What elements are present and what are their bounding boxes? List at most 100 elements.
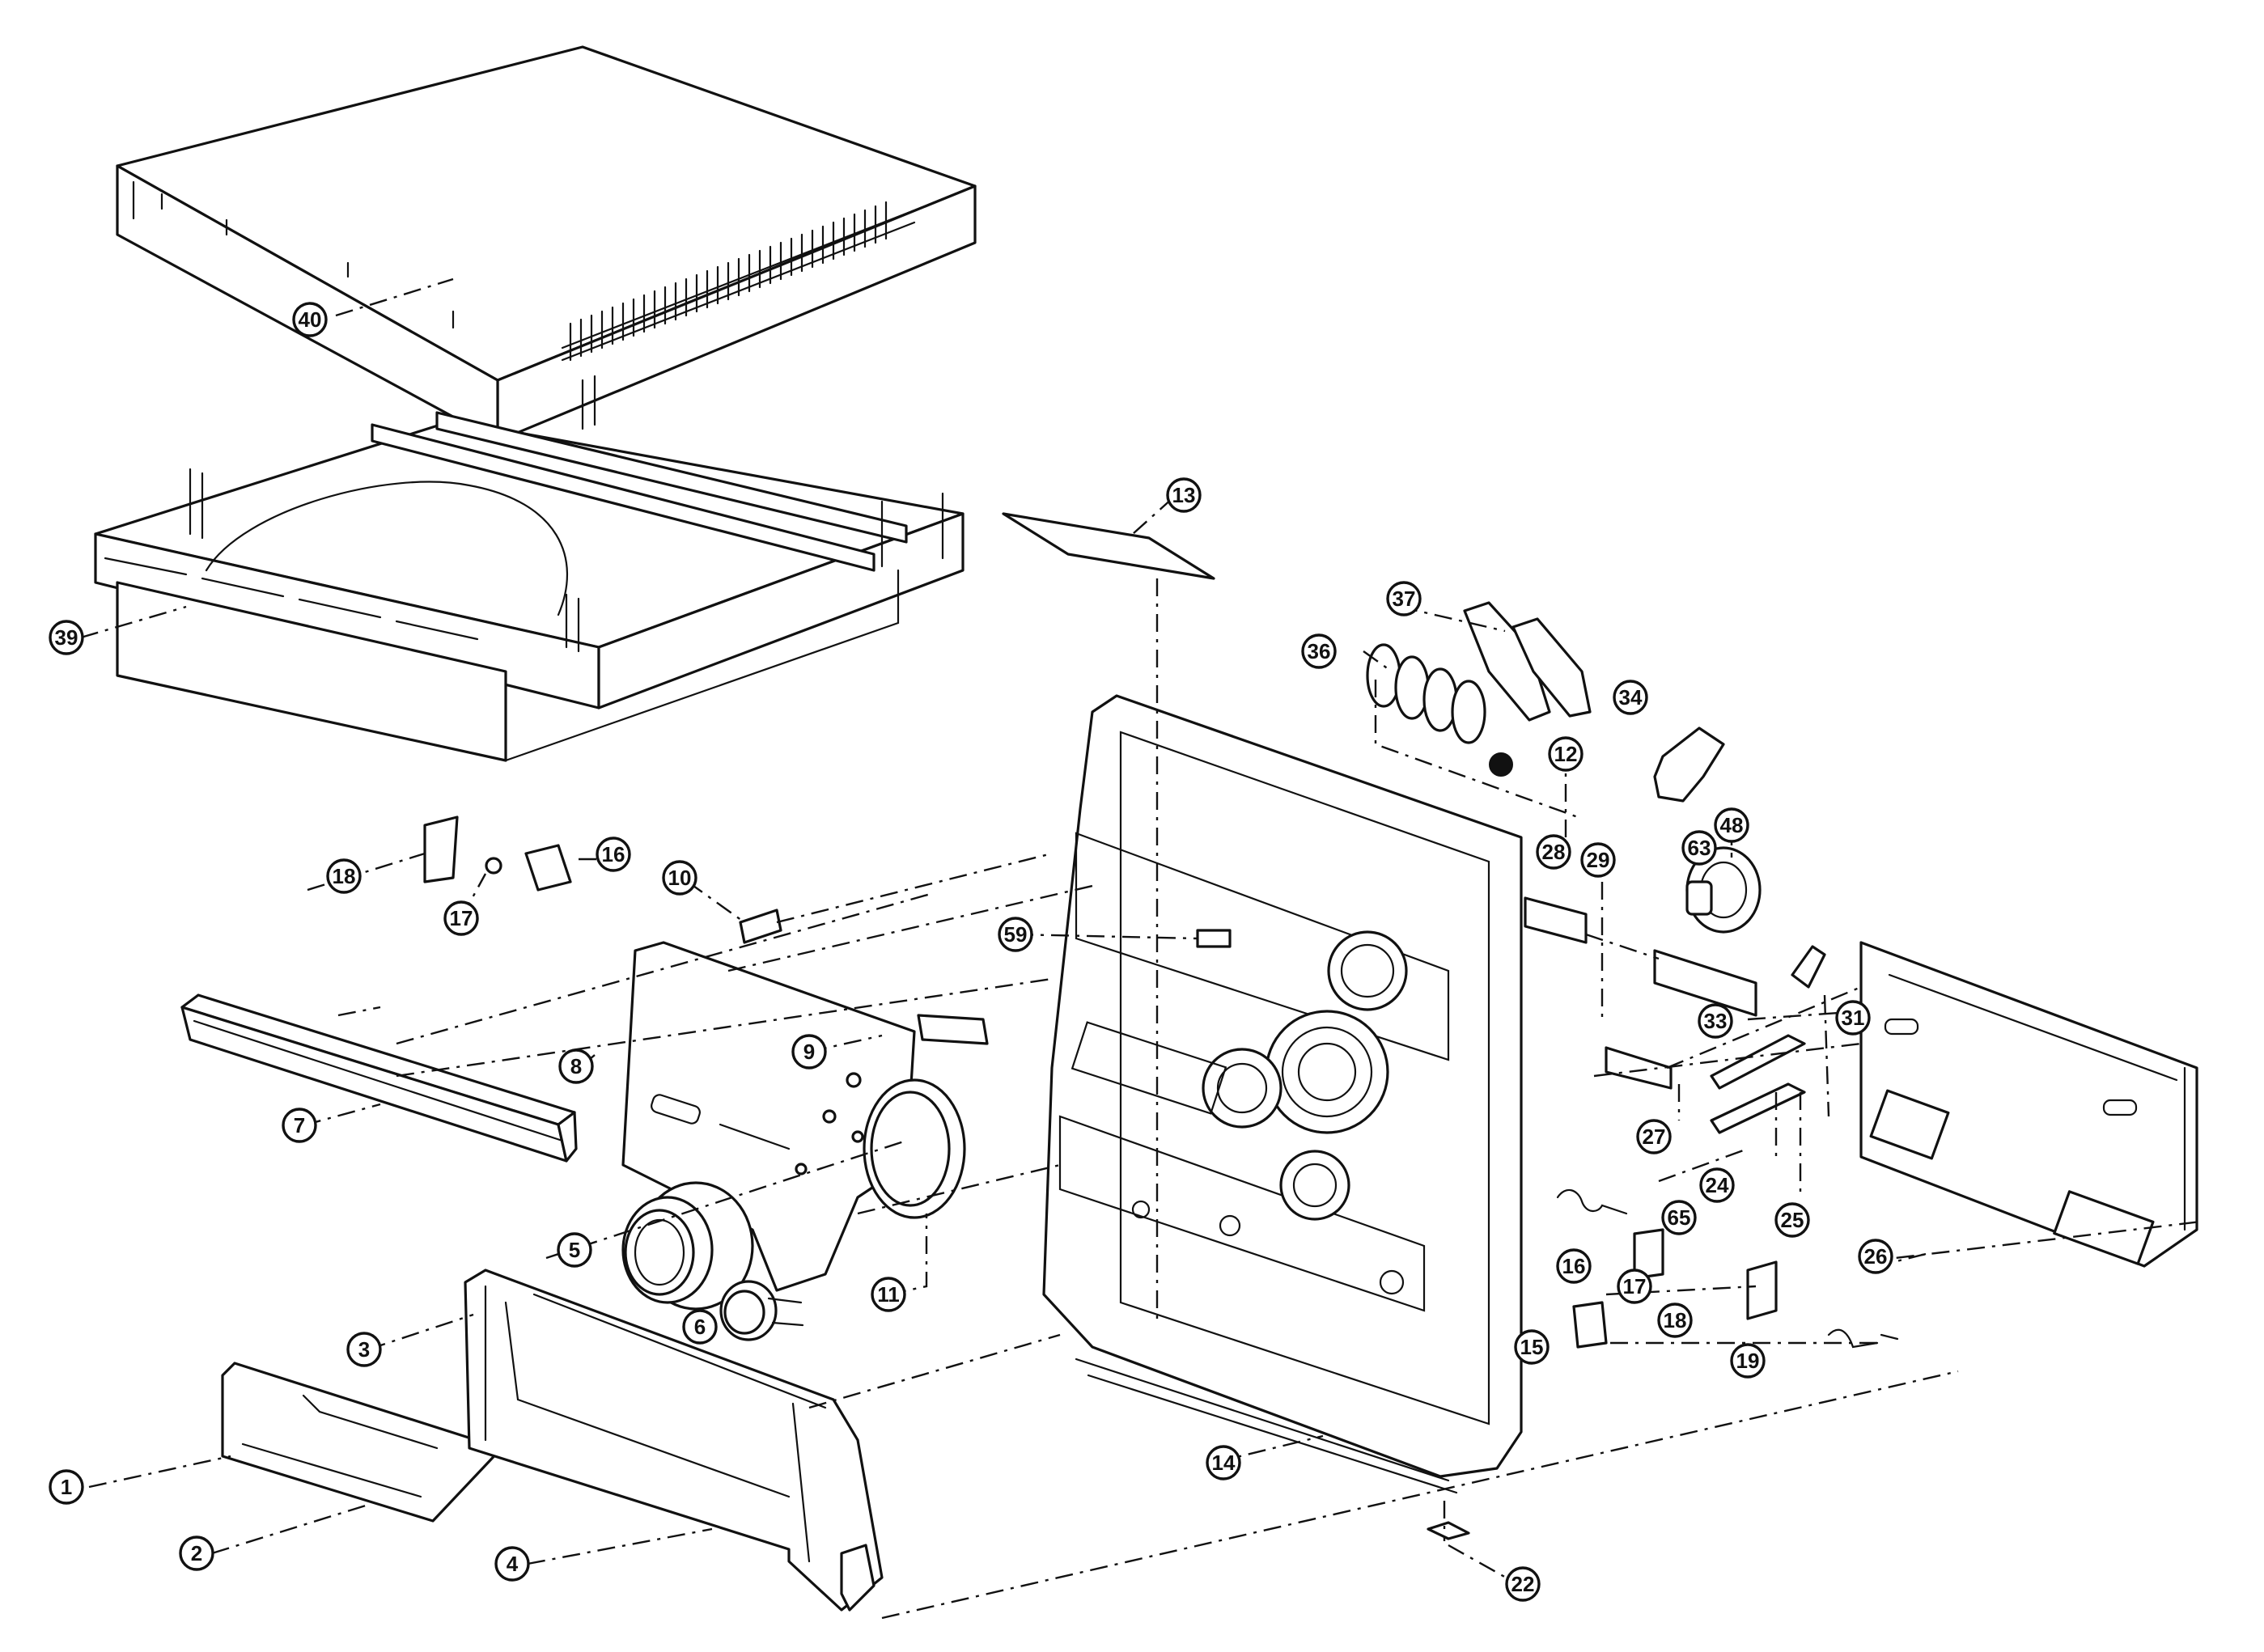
svg-text:1: 1 xyxy=(61,1475,72,1499)
main-chassis-part-14 xyxy=(1042,694,1523,1494)
pad-part-22 xyxy=(1427,1521,1470,1540)
pcb-part-26 xyxy=(1859,941,2198,1268)
svg-text:27: 27 xyxy=(1643,1125,1666,1149)
ring-part-11 xyxy=(863,1078,966,1219)
svg-text:16: 16 xyxy=(602,842,625,866)
svg-text:14: 14 xyxy=(1212,1451,1236,1475)
callout-14: 14 xyxy=(1206,1445,1241,1480)
callout-6: 6 xyxy=(682,1309,718,1345)
plate-part-15 xyxy=(1572,1301,1608,1349)
svg-text:18: 18 xyxy=(1664,1308,1687,1332)
callout-31: 31 xyxy=(1835,1000,1871,1036)
svg-text:15: 15 xyxy=(1520,1335,1544,1359)
motor-part-63-48 xyxy=(1685,846,1762,934)
svg-text:8: 8 xyxy=(570,1054,582,1078)
front-panel-part-4 xyxy=(464,1269,884,1612)
callout-48: 48 xyxy=(1714,807,1749,843)
small-part-dark-gear xyxy=(1489,752,1513,777)
svg-text:3: 3 xyxy=(358,1337,370,1362)
spring-part-19 xyxy=(1827,1328,1899,1349)
small-part-36 xyxy=(1366,643,1486,744)
svg-text:19: 19 xyxy=(1736,1349,1760,1373)
svg-text:26: 26 xyxy=(1864,1244,1888,1269)
svg-text:34: 34 xyxy=(1619,685,1643,710)
svg-text:59: 59 xyxy=(1004,922,1028,947)
lever-part-31 xyxy=(1791,945,1826,989)
svg-text:39: 39 xyxy=(55,625,78,650)
callout-8: 8 xyxy=(558,1048,594,1084)
callout-17-left: 17 xyxy=(443,900,479,936)
svg-text:13: 13 xyxy=(1172,483,1196,507)
top-cover-vent-slots xyxy=(569,201,888,362)
bracket-part-18-left xyxy=(423,815,459,883)
callout-24: 24 xyxy=(1699,1167,1735,1203)
callout-11: 11 xyxy=(871,1277,906,1312)
cd-mechanism-part-39 xyxy=(94,375,965,762)
svg-text:65: 65 xyxy=(1668,1205,1691,1230)
svg-text:18: 18 xyxy=(333,864,356,888)
callout-36: 36 xyxy=(1301,633,1337,669)
screw-part-17-left xyxy=(485,857,502,875)
svg-text:28: 28 xyxy=(1542,840,1566,864)
callout-65: 65 xyxy=(1661,1200,1697,1235)
small-part-34 xyxy=(1653,726,1725,803)
callout-22: 22 xyxy=(1505,1566,1541,1602)
svg-text:37: 37 xyxy=(1393,587,1416,611)
bracket-part-18-right xyxy=(1746,1260,1778,1320)
callout-12: 12 xyxy=(1548,736,1584,772)
callout-4: 4 xyxy=(494,1546,530,1582)
callout-9: 9 xyxy=(791,1034,827,1070)
connector-part-10 xyxy=(739,909,782,944)
callout-10: 10 xyxy=(662,860,697,896)
svg-text:25: 25 xyxy=(1781,1208,1804,1232)
svg-text:31: 31 xyxy=(1842,1006,1865,1030)
lever-part-24-25 xyxy=(1710,1034,1806,1134)
callout-5: 5 xyxy=(557,1232,592,1268)
svg-text:5: 5 xyxy=(569,1238,580,1262)
callout-33: 33 xyxy=(1698,1003,1733,1039)
callout-7: 7 xyxy=(282,1108,317,1143)
svg-text:48: 48 xyxy=(1720,813,1744,837)
callout-15: 15 xyxy=(1514,1329,1550,1365)
svg-text:40: 40 xyxy=(299,307,322,332)
svg-text:24: 24 xyxy=(1706,1173,1729,1197)
svg-text:6: 6 xyxy=(694,1315,706,1339)
callout-29: 29 xyxy=(1580,842,1616,878)
callout-17-right: 17 xyxy=(1617,1269,1652,1304)
knob-part-5 xyxy=(621,1181,754,1311)
svg-text:17: 17 xyxy=(450,906,473,930)
svg-text:33: 33 xyxy=(1704,1009,1728,1033)
spring-part-65 xyxy=(1556,1188,1628,1215)
switch-strip-part-28-29 xyxy=(1524,896,1588,944)
callout-18-right: 18 xyxy=(1657,1303,1693,1338)
svg-text:2: 2 xyxy=(191,1541,202,1565)
callout-18-left: 18 xyxy=(326,858,362,894)
callout-28: 28 xyxy=(1536,834,1571,870)
front-plate-part-1 xyxy=(221,1362,503,1523)
callout-63: 63 xyxy=(1681,830,1717,866)
svg-text:11: 11 xyxy=(877,1282,900,1307)
svg-text:16: 16 xyxy=(1562,1254,1586,1278)
callout-59: 59 xyxy=(998,917,1033,952)
callout-3: 3 xyxy=(346,1332,382,1367)
front-bar-part-7 xyxy=(180,993,578,1163)
callout-16-right: 16 xyxy=(1556,1248,1592,1284)
top-cover-part-40 xyxy=(116,45,977,443)
svg-text:22: 22 xyxy=(1511,1572,1535,1596)
callout-25: 25 xyxy=(1774,1202,1810,1238)
label-strip-part-13 xyxy=(1002,512,1215,580)
bracket-part-33 xyxy=(1653,949,1757,1017)
svg-text:10: 10 xyxy=(668,866,692,890)
svg-text:36: 36 xyxy=(1308,639,1331,663)
connector-part-27 xyxy=(1605,1046,1673,1090)
svg-text:12: 12 xyxy=(1554,742,1578,766)
clip-part-16-left xyxy=(524,844,572,892)
lever-part-59 xyxy=(1196,929,1232,948)
clip-part-16-right xyxy=(1633,1228,1664,1280)
assembly-lines xyxy=(80,277,2202,1620)
callout-19: 19 xyxy=(1730,1343,1766,1379)
callout-34: 34 xyxy=(1613,680,1648,715)
callout-40: 40 xyxy=(292,302,328,337)
callout-1: 1 xyxy=(49,1469,84,1505)
